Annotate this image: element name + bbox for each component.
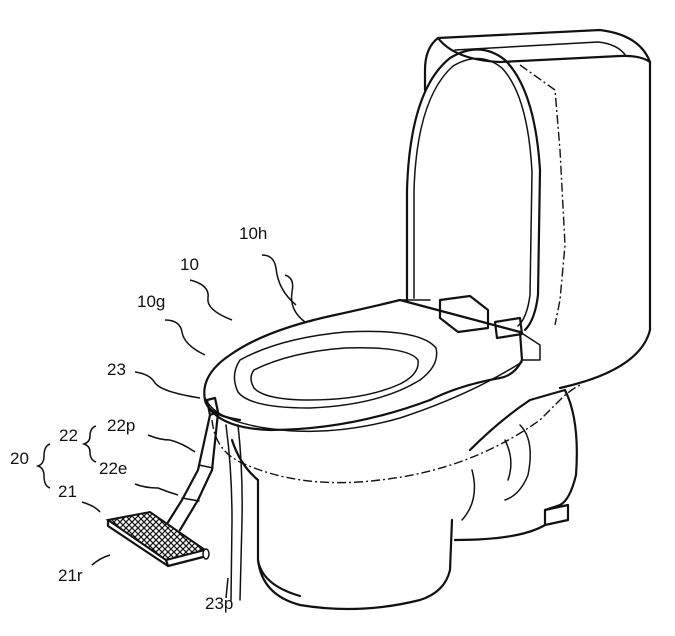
label-22: 22 <box>59 426 78 445</box>
label-22p: 22p <box>107 416 135 435</box>
label-10h: 10h <box>239 224 267 243</box>
label-23p: 23p <box>205 594 233 613</box>
leader-lines <box>81 254 306 599</box>
bowl-base <box>211 384 581 611</box>
label-20: 20 <box>10 449 29 468</box>
lid <box>405 48 542 332</box>
label-10g: 10g <box>137 292 165 311</box>
label-21: 21 <box>58 482 77 501</box>
braces <box>35 425 97 489</box>
label-10: 10 <box>180 255 199 274</box>
reference-labels: 10h 10 10g 23 22 22p 20 22e 21 21r 23p <box>10 224 267 613</box>
pedal-assembly <box>105 396 243 601</box>
label-21r: 21r <box>58 566 83 585</box>
seat <box>203 298 541 433</box>
tank <box>423 28 652 390</box>
label-22e: 22e <box>99 459 127 478</box>
label-23: 23 <box>107 360 126 379</box>
